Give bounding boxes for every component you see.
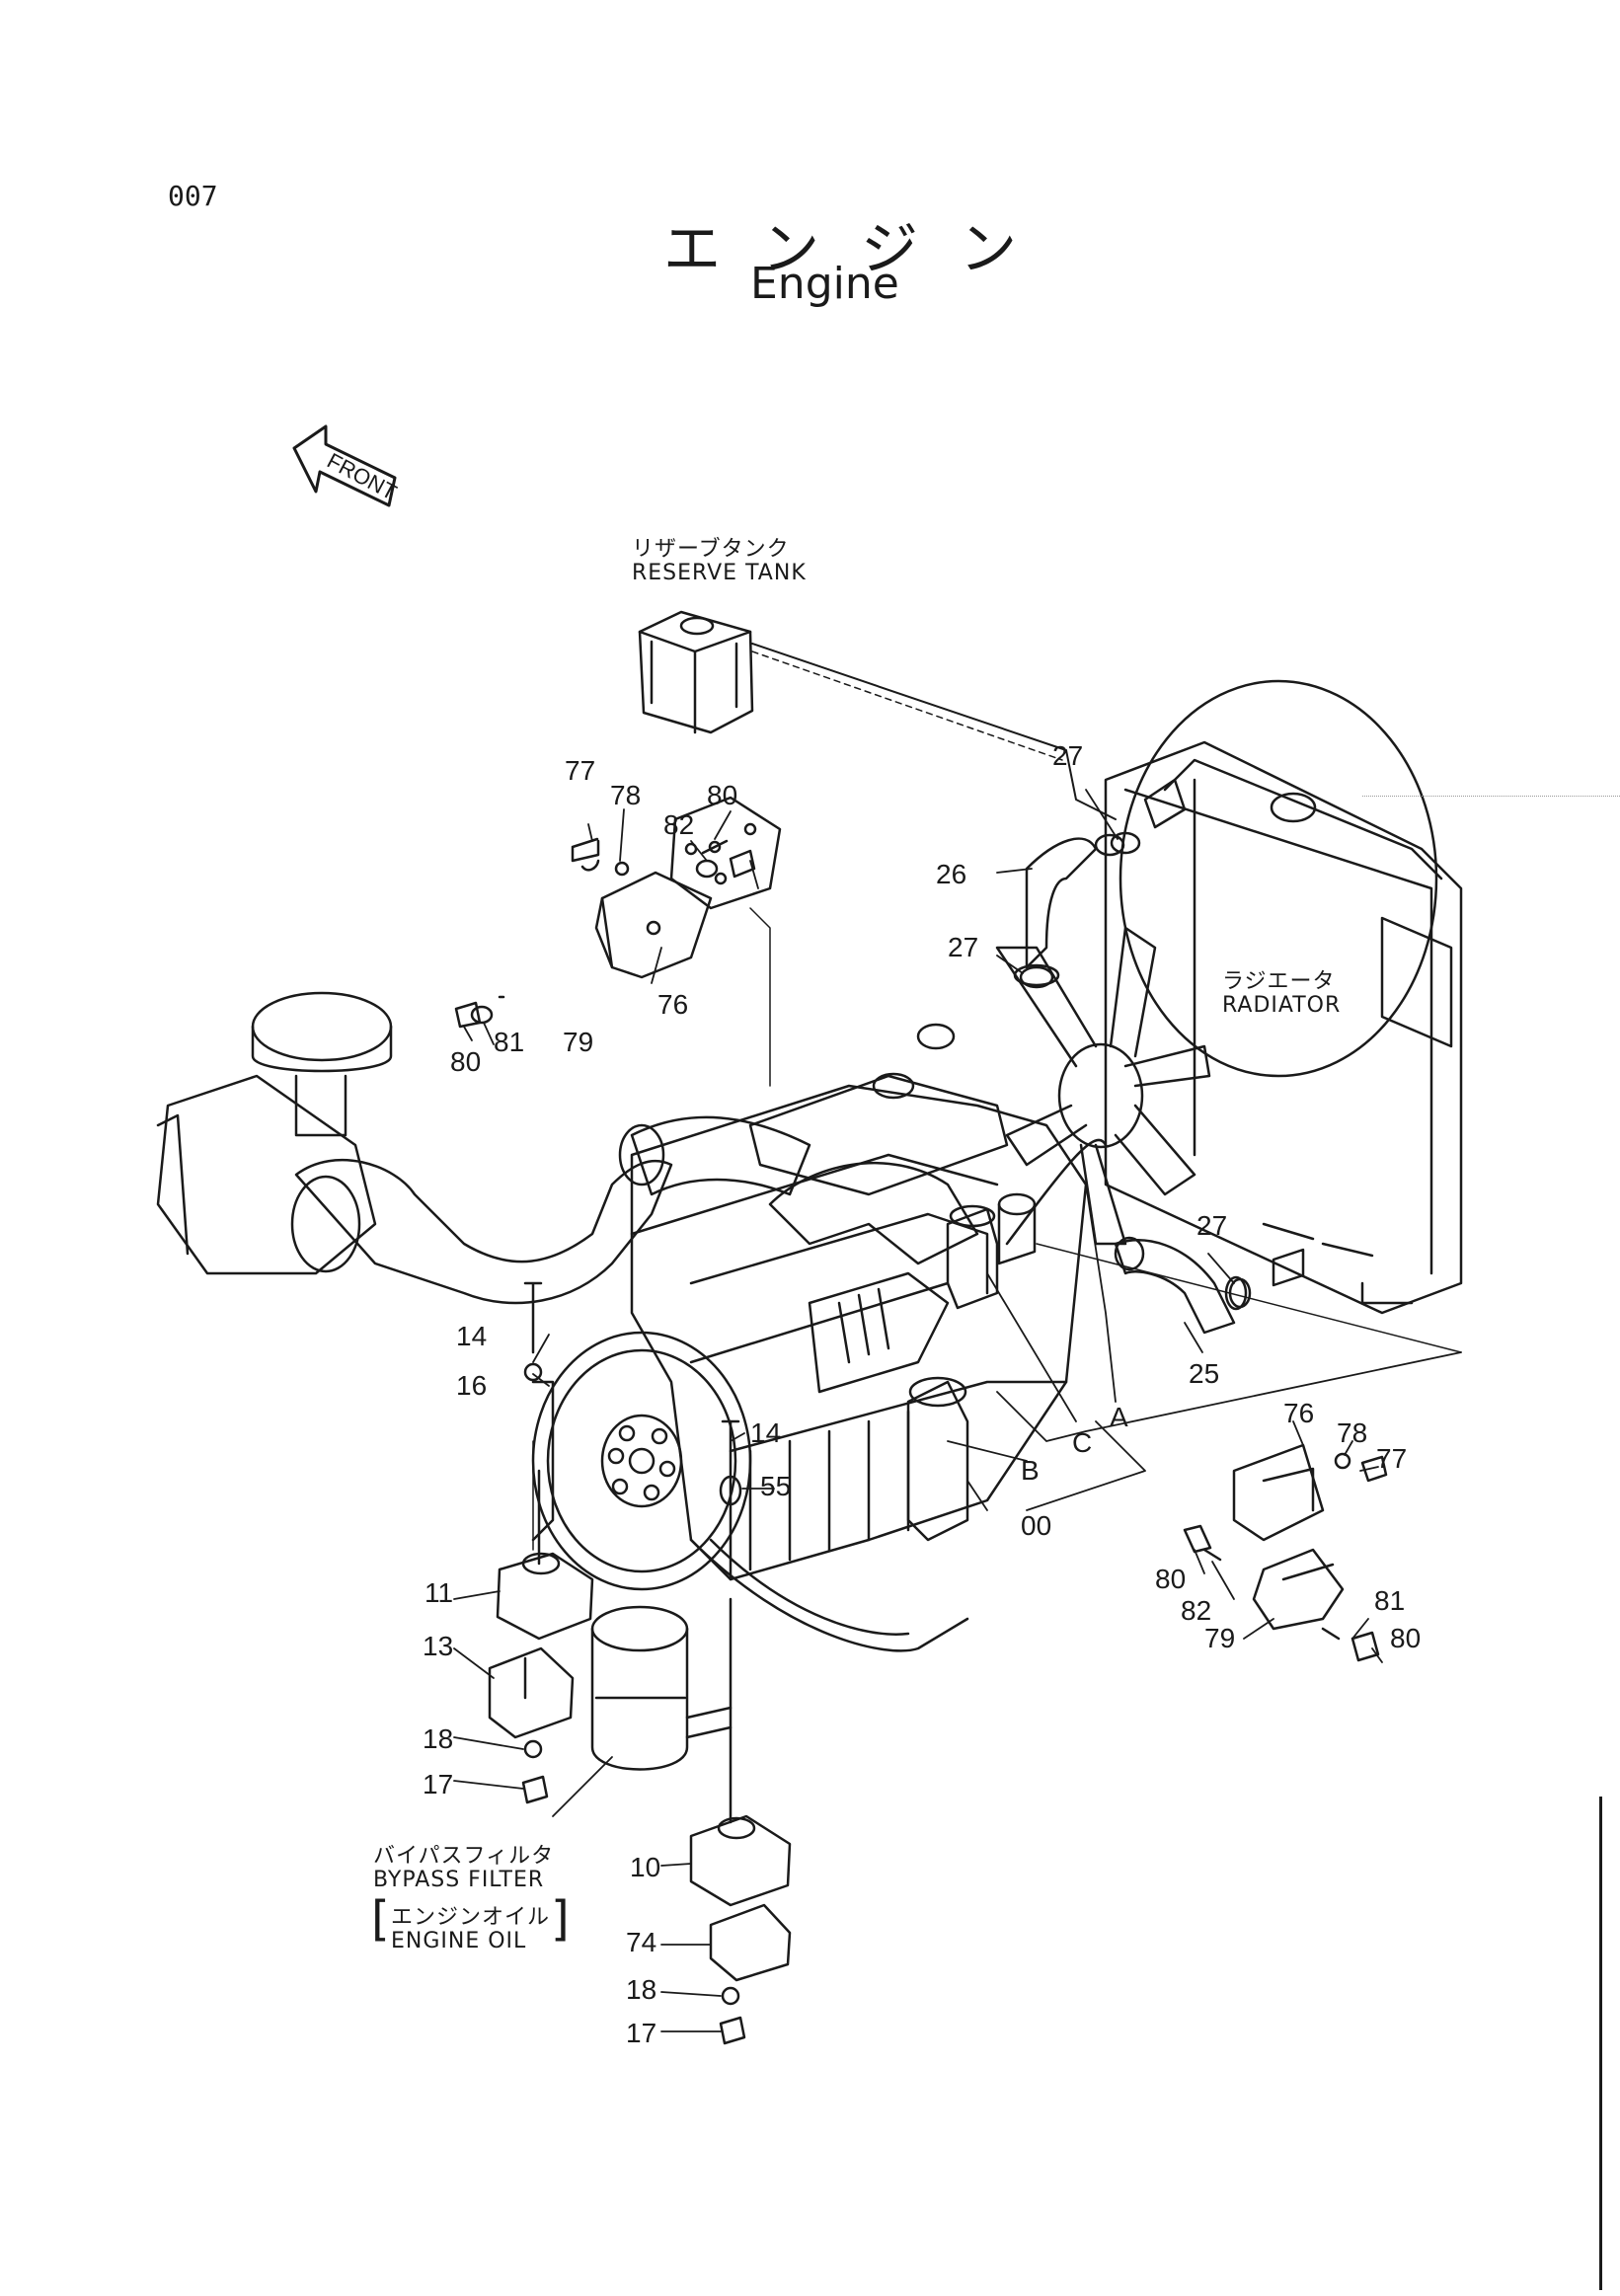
callout-17: 17	[626, 2018, 657, 2048]
callout-81: 81	[494, 1027, 525, 1057]
radiator-label-jp: ラジエータ	[1222, 969, 1336, 994]
page-edge-line	[1599, 1797, 1602, 2290]
bracket-close: ]	[551, 1891, 570, 1947]
lower-right-engine-bracket-icon	[1183, 1443, 1388, 1662]
callout-27: 27	[1196, 1210, 1228, 1241]
scan-guide-line	[1362, 796, 1620, 797]
callout-82: 82	[663, 809, 695, 840]
engine-block-icon	[531, 1023, 1108, 1652]
callout-80: 80	[1390, 1623, 1422, 1653]
rear-engine-mount-icon	[488, 1469, 594, 1804]
callout-A: A	[1110, 1402, 1128, 1432]
engine-oil-label: ENGINE OIL	[391, 1929, 527, 1953]
callout-81: 81	[1374, 1585, 1406, 1616]
front-arrow-icon: FRONT	[292, 424, 401, 507]
callout-14: 14	[456, 1321, 488, 1351]
bracket-open: [	[371, 1891, 390, 1947]
upper-engine-bracket-icon	[454, 796, 782, 1029]
callout-82: 82	[1181, 1595, 1212, 1626]
callout-11: 11	[424, 1577, 454, 1608]
bypass-filter-label: BYPASS FILTER	[373, 1868, 545, 1892]
callout-78: 78	[1337, 1417, 1368, 1448]
bolt-icon	[721, 1419, 740, 1453]
radiator-icon	[1104, 679, 1463, 1315]
callout-27: 27	[948, 932, 979, 962]
page-title-japanese: エンジン	[663, 215, 1059, 282]
bushing-icon	[719, 1475, 742, 1506]
callout-80: 80	[1155, 1564, 1187, 1594]
callout-74: 74	[626, 1927, 657, 1957]
hose-clamp-icon	[1110, 831, 1141, 855]
callout-78: 78	[610, 780, 642, 810]
callout-18: 18	[423, 1723, 454, 1754]
callout-C: C	[1072, 1427, 1093, 1458]
bypass-filter-label-jp: バイパスフィルタ	[373, 1844, 555, 1869]
callout-13: 13	[423, 1631, 454, 1661]
leader-lines	[453, 789, 1462, 2032]
reserve-tank-label-jp: リザーブタンク	[632, 537, 790, 562]
callout-16: 16	[456, 1370, 488, 1401]
reserve-tank-label: RESERVE TANK	[632, 561, 807, 585]
callout-14: 14	[750, 1417, 782, 1448]
callout-26: 26	[936, 859, 967, 889]
page-number: 007	[168, 180, 218, 212]
lower-radiator-hose-icon	[1114, 1236, 1305, 1335]
callout-80: 80	[707, 780, 738, 810]
callout-25: 25	[1189, 1358, 1220, 1389]
air-cleaner-icon	[156, 991, 673, 1305]
callout-B: B	[1021, 1455, 1040, 1486]
callout-76: 76	[657, 989, 689, 1020]
callout-17: 17	[423, 1769, 454, 1799]
callout-80: 80	[450, 1046, 482, 1077]
washer-icon	[523, 1362, 543, 1382]
reserve-tank-icon	[638, 610, 1117, 820]
page-title: Engine	[750, 259, 899, 309]
callout-27: 27	[1052, 740, 1084, 771]
radiator-label: RADIATOR	[1222, 993, 1342, 1018]
front-engine-mount-icon	[689, 1597, 792, 2045]
engine-oil-label-jp: エンジンオイル	[391, 1905, 551, 1930]
upper-radiator-hose-icon	[1013, 833, 1125, 987]
callout-00: 00	[1021, 1510, 1052, 1541]
callout-10: 10	[630, 1852, 661, 1882]
cooling-fan-icon	[995, 926, 1211, 1246]
callout-77: 77	[1376, 1443, 1408, 1474]
front-label: FRONT	[323, 448, 401, 505]
callout-79: 79	[1204, 1623, 1236, 1653]
callout-79: 79	[563, 1027, 594, 1057]
bolt-icon	[523, 1281, 543, 1354]
callout-77: 77	[565, 755, 596, 786]
callout-76: 76	[1283, 1398, 1315, 1428]
bypass-filter-icon	[590, 1605, 733, 1771]
hose-clamp-icon	[1019, 965, 1054, 989]
callout-18: 18	[626, 1974, 657, 2005]
callout-55: 55	[760, 1471, 792, 1501]
